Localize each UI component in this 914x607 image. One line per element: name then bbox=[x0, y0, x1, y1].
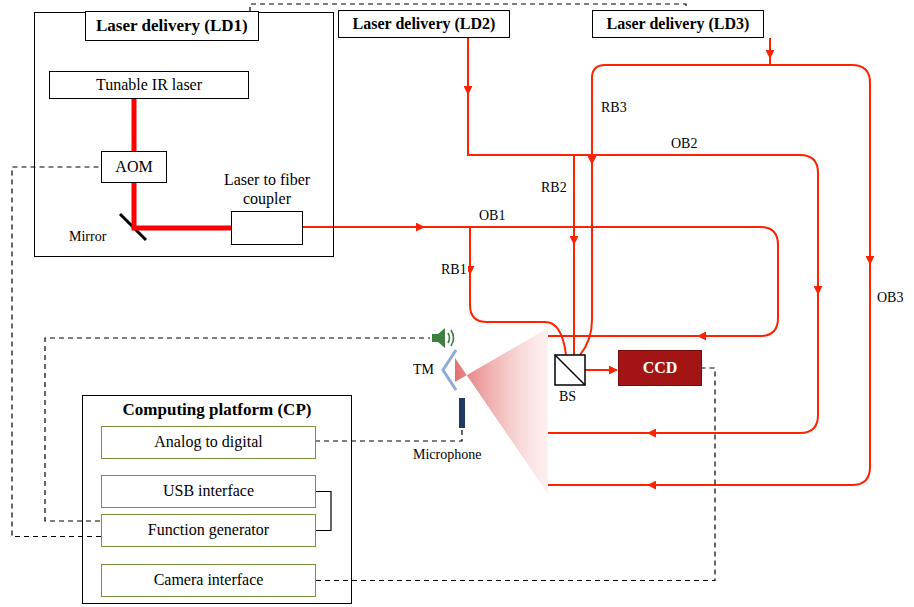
laser-box: Tunable IR laser bbox=[49, 71, 249, 99]
module-box: Camera interface bbox=[101, 564, 316, 597]
laser-beam bbox=[134, 183, 231, 228]
cable-line bbox=[316, 492, 331, 531]
coupler-box: Laser to fiber coupler bbox=[231, 211, 303, 245]
signal-line bbox=[316, 368, 715, 581]
node-text: Laser delivery (LD1) bbox=[85, 11, 259, 41]
target-membrane bbox=[443, 350, 456, 390]
delivery-box: Laser delivery (LD2) bbox=[338, 10, 510, 38]
node-text: Function generator bbox=[148, 521, 269, 539]
part-label: RB2 bbox=[540, 180, 568, 195]
part-label: OB1 bbox=[478, 208, 506, 223]
part-label: RB3 bbox=[600, 100, 628, 115]
part-label: BS bbox=[558, 389, 577, 404]
node-text: Laser delivery (LD2) bbox=[353, 15, 496, 33]
microphone bbox=[459, 398, 465, 428]
node-text: Laser delivery (LD3) bbox=[607, 15, 750, 33]
delivery-box: Laser delivery (LD3) bbox=[592, 10, 764, 38]
part-label: OB3 bbox=[876, 290, 904, 305]
part-label: OB2 bbox=[670, 136, 698, 151]
node-text: Laser to fiber coupler bbox=[208, 171, 326, 208]
laser-beam bbox=[132, 99, 137, 151]
node-text: CCD bbox=[643, 359, 678, 377]
delivery-panel: Laser delivery (LD1) Tunable IR laserAOM L… bbox=[34, 12, 334, 257]
camera-box: CCD bbox=[618, 350, 702, 386]
signal-line bbox=[12, 167, 101, 537]
node-text: Computing platform (CP) bbox=[83, 400, 351, 420]
node-text: USB interface bbox=[163, 482, 254, 500]
node-text: Tunable IR laser bbox=[96, 76, 202, 94]
platform-panel: Computing platform (CP) Analog to digital… bbox=[82, 395, 352, 604]
beam-splitter bbox=[555, 355, 585, 385]
part-label: Mirror bbox=[68, 229, 107, 244]
part-label: TM bbox=[412, 362, 435, 377]
module-box: Analog to digital bbox=[101, 426, 316, 459]
optical-beams bbox=[302, 38, 870, 485]
light-fan bbox=[455, 328, 548, 494]
module-box: Function generator bbox=[101, 514, 316, 547]
aom-box: AOM bbox=[101, 151, 167, 183]
node-text: AOM bbox=[115, 158, 152, 176]
node-text: Camera interface bbox=[154, 571, 264, 589]
part-label: RB1 bbox=[440, 262, 468, 277]
speaker-icon bbox=[432, 328, 454, 348]
part-label: Microphone bbox=[412, 447, 482, 462]
module-box: USB interface bbox=[101, 475, 316, 508]
signal-wires bbox=[45, 338, 462, 521]
node-text: Analog to digital bbox=[154, 433, 262, 451]
beam-arrows bbox=[410, 44, 870, 485]
